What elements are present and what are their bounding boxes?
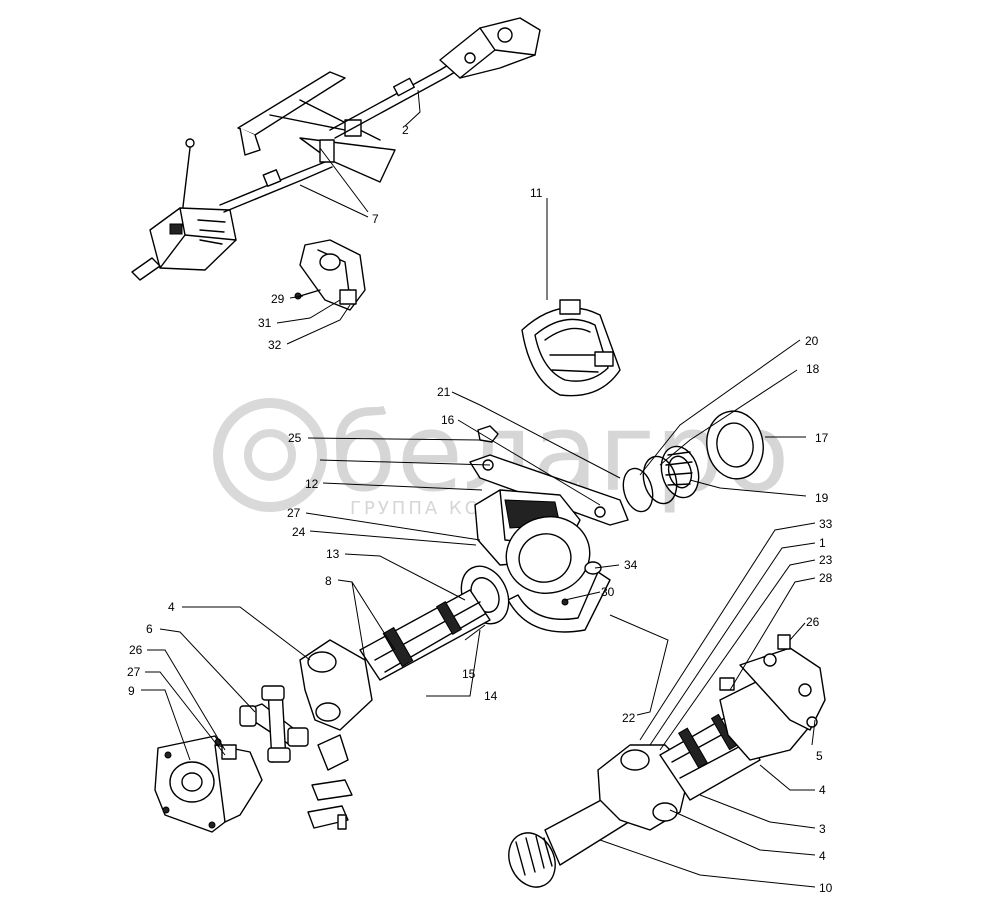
callout-6: 6 [146,622,153,636]
callout-14: 14 [484,689,498,703]
intermediate-support [474,489,611,633]
callout-17: 17 [815,431,829,445]
clamp-assembly [294,239,366,311]
callout-29: 29 [271,292,285,306]
callout-31: 31 [258,316,272,330]
callout-26a: 26 [129,643,143,657]
callout-34: 34 [624,558,638,572]
bearing-cap-assembly [307,734,353,830]
callout-33: 33 [819,517,833,531]
callout-26b: 26 [806,615,820,629]
callout-11: 11 [530,186,543,200]
callout-18: 18 [806,362,820,376]
universal-cross [239,685,309,763]
callout-30: 30 [601,585,615,599]
callout-21: 21 [437,385,451,399]
propeller-shaft [299,565,510,731]
callout-20: 20 [805,334,819,348]
callout-19: 19 [815,491,829,505]
callout-32: 32 [268,338,282,352]
callout-13: 13 [326,547,340,561]
callout-7: 7 [372,212,379,226]
plate-21 [469,425,629,526]
callout-9: 9 [128,684,135,698]
callout-3: 3 [819,822,826,836]
rear-propeller-shaft [508,634,826,888]
leader-lines [141,89,816,888]
gearbox-assembly [131,17,541,281]
callout-16: 16 [441,413,455,427]
callout-labels: 2 7 11 29 31 32 20 18 17 19 21 16 25 12 … [127,123,833,895]
callout-1: 1 [819,536,826,550]
callout-27b: 27 [127,665,141,679]
callout-22: 22 [622,711,636,725]
callout-15: 15 [462,667,476,681]
callout-4a: 4 [168,600,175,614]
seal-rings [622,410,764,513]
callout-23: 23 [819,553,833,567]
bearing-ring-11 [521,299,621,397]
callout-28: 28 [819,571,833,585]
callout-4b: 4 [819,783,826,797]
callout-8: 8 [325,574,332,588]
flange-9 [154,735,263,833]
callout-4c: 4 [819,849,826,863]
callout-27a: 27 [287,506,301,520]
callout-24: 24 [292,525,306,539]
callout-5: 5 [816,749,823,763]
callout-12: 12 [305,477,319,491]
callout-25: 25 [288,431,302,445]
callout-10: 10 [819,881,833,895]
callout-2: 2 [402,123,409,137]
